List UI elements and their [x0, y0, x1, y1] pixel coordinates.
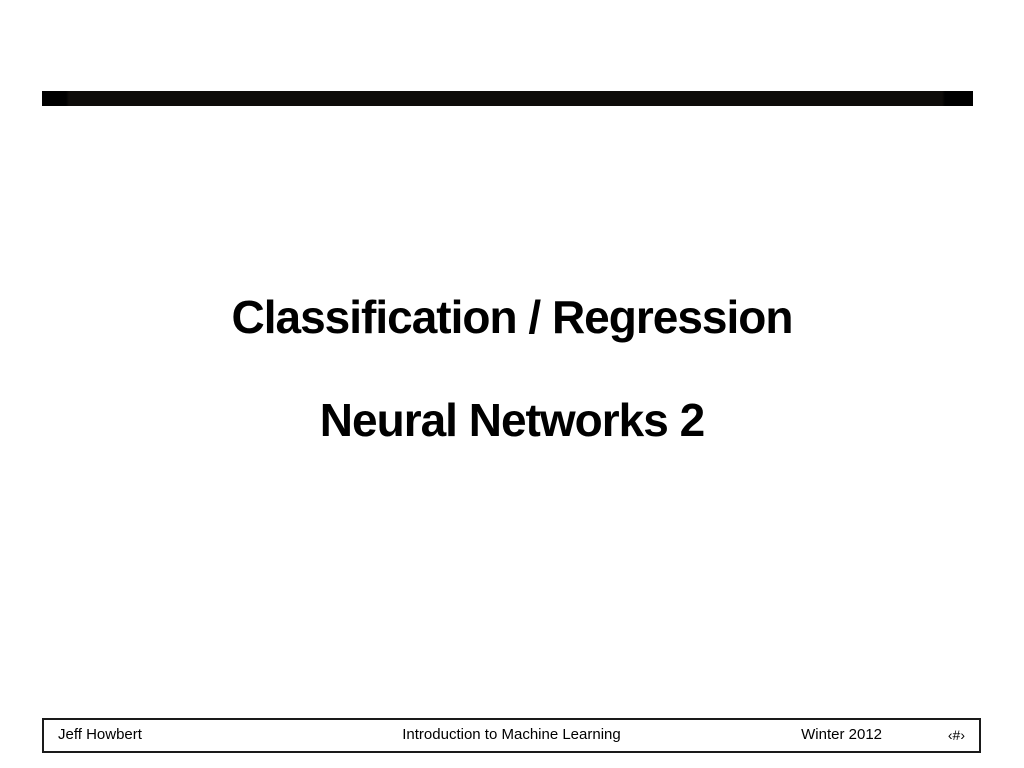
footer-term: Winter 2012: [801, 726, 882, 743]
footer-bar: Jeff Howbert Introduction to Machine Lea…: [42, 718, 981, 753]
slide-title-line1: Classification / Regression: [231, 291, 794, 343]
footer-course-title: Introduction to Machine Learning: [402, 726, 621, 743]
footer-slide-number: ‹#›: [947, 727, 965, 743]
footer-author: Jeff Howbert: [58, 726, 142, 743]
title-accent-bar: [42, 91, 973, 106]
slide-title-line2: Neural Networks 2: [319, 394, 705, 446]
